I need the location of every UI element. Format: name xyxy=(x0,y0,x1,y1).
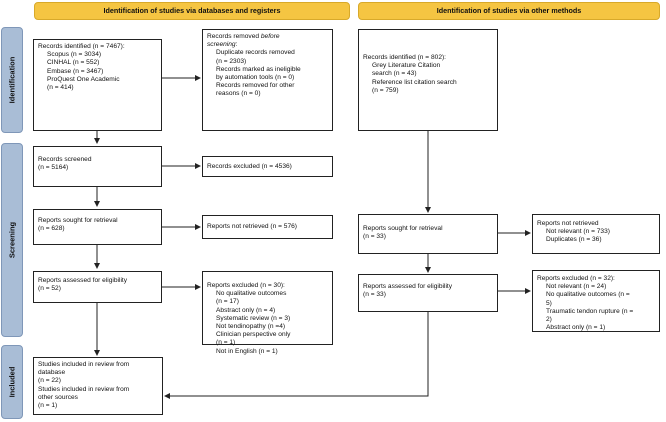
db-reports-excluded-item: Clinician perspective only xyxy=(216,331,291,339)
studies-included-box: Studies included in review from database… xyxy=(33,357,163,415)
other-identified-item: search (n = 43) xyxy=(372,70,417,78)
db-reports-excluded-item: Not tendinopathy (n =4) xyxy=(216,323,286,331)
db-removed-title: Records removed before xyxy=(207,33,328,41)
other-sought-n: (n = 33) xyxy=(363,233,386,241)
db-reports-excluded-box: Reports excluded (n = 30): No qualitativ… xyxy=(202,271,333,355)
other-identified-item: (n = 759) xyxy=(372,86,399,94)
db-not-retrieved-label: Reports not retrieved (n = 576) xyxy=(207,223,297,230)
db-records-identified-box: Records identified (n = 7467): Scopus (n… xyxy=(33,39,162,131)
other-reports-assessed-box: Reports assessed for eligibility (n = 33… xyxy=(358,274,498,312)
db-sought-label: Reports sought for retrieval xyxy=(38,217,118,224)
other-reports-excluded-box: Reports excluded (n = 32): Not relevant … xyxy=(532,270,660,332)
db-removed-item: Records marked as ineligible xyxy=(216,65,301,73)
db-removed-item: reasons (n = 0) xyxy=(216,90,261,98)
other-sought-label: Reports sought for retrieval xyxy=(363,225,443,232)
db-reports-excluded-item: Not in English (n = 1) xyxy=(216,347,278,355)
db-identified-item: (n = 414) xyxy=(47,84,74,92)
other-not-retrieved-item: Not relevant (n = 733) xyxy=(546,228,610,236)
header-databases: Identification of studies via databases … xyxy=(34,2,350,20)
db-removed-title-post: : xyxy=(235,41,238,49)
db-excluded-label: Records excluded (n = 4536) xyxy=(207,163,292,170)
included-line: (n = 1) xyxy=(38,402,58,410)
db-reports-excluded-title: Reports excluded (n = 30): xyxy=(207,282,285,289)
db-identified-title: Records identified (n = 7467): xyxy=(38,43,125,50)
db-reports-assessed-box: Reports assessed for eligibility (n = 52… xyxy=(33,271,162,303)
db-reports-excluded-item: Systematic review (n = 3) xyxy=(216,314,291,322)
db-records-screened-box: Records screened (n = 5164) xyxy=(33,146,162,187)
other-not-retrieved-item: Duplicates (n = 36) xyxy=(546,236,602,244)
included-line: (n = 22) xyxy=(38,377,61,385)
other-reports-excluded-title: Reports excluded (n = 32): xyxy=(537,275,615,282)
other-reports-excluded-item: Abstract only (n = 1) xyxy=(546,324,606,332)
other-identified-item: Grey Literature Citation xyxy=(372,62,441,70)
other-reports-excluded-item: No qualitative outcomes (n = xyxy=(546,291,630,299)
db-removed-title-pre: Records removed xyxy=(207,33,261,40)
other-identified-item: Reference list citation search xyxy=(372,78,457,86)
included-line: Studies included in review from xyxy=(38,385,130,393)
db-removed-item: Records removed for other xyxy=(216,82,295,90)
db-reports-excluded-item: Abstract only (n = 4) xyxy=(216,306,276,314)
other-records-identified-box: Records identified (n = 802): Grey Liter… xyxy=(358,29,498,131)
phase-identification: Identification xyxy=(1,27,23,133)
db-reports-excluded-item: (n = 17) xyxy=(216,298,239,306)
other-reports-sought-box: Reports sought for retrieval (n = 33) xyxy=(358,214,498,254)
other-assessed-n: (n = 33) xyxy=(363,291,386,299)
other-reports-excluded-item: 5) xyxy=(546,299,552,307)
phase-included: Included xyxy=(1,345,23,419)
db-identified-item: Embase (n = 3467) xyxy=(47,67,104,75)
db-removed-item: by automation tools (n = 0) xyxy=(216,74,295,82)
phase-screening: Screening xyxy=(1,143,23,337)
db-reports-excluded-item: (n = 1) xyxy=(216,339,236,347)
db-assessed-label: Reports assessed for eligibility xyxy=(38,277,128,284)
header-other-methods: Identification of studies via other meth… xyxy=(358,2,660,20)
db-reports-excluded-item: No qualitative outcomes xyxy=(216,290,287,298)
other-reports-excluded-item: Not relevant (n = 24) xyxy=(546,283,607,291)
db-records-excluded-box: Records excluded (n = 4536) xyxy=(202,156,333,177)
included-line: Studies included in review from xyxy=(38,361,130,368)
db-removed-item: Duplicate records removed xyxy=(216,49,295,57)
other-identified-title: Records identified (n = 802): xyxy=(363,54,447,61)
db-removed-title-suffix: screening: xyxy=(207,41,328,49)
db-removed-item: (n = 2303) xyxy=(216,57,247,65)
included-line: database xyxy=(38,369,66,377)
other-reports-excluded-item: Traumatic tendon rupture (n = xyxy=(546,307,634,315)
db-reports-sought-box: Reports sought for retrieval (n = 628) xyxy=(33,209,162,245)
db-identified-item: Scopus (n = 3034) xyxy=(47,51,102,59)
db-identified-item: ProQuest One Academic xyxy=(47,75,120,83)
db-records-removed-box: Records removed before screening: Duplic… xyxy=(202,29,333,131)
db-reports-not-retrieved-box: Reports not retrieved (n = 576) xyxy=(202,215,333,239)
db-assessed-n: (n = 52) xyxy=(38,285,61,293)
other-reports-not-retrieved-box: Reports not retrieved Not relevant (n = … xyxy=(532,214,660,254)
arrow-other-assessed-to-included xyxy=(164,312,429,399)
other-reports-excluded-item: 2) xyxy=(546,316,552,324)
db-screened-n: (n = 5164) xyxy=(38,164,69,172)
included-line: other sources xyxy=(38,393,78,401)
db-identified-item: CINHAL (n = 552) xyxy=(47,59,100,67)
db-removed-title-em: before xyxy=(260,33,280,40)
other-assessed-label: Reports assessed for eligibility xyxy=(363,283,453,290)
db-removed-title-em2: screening xyxy=(207,41,236,49)
other-not-retrieved-title: Reports not retrieved xyxy=(537,220,599,227)
db-sought-n: (n = 628) xyxy=(38,225,65,233)
db-screened-label: Records screened xyxy=(38,156,92,163)
